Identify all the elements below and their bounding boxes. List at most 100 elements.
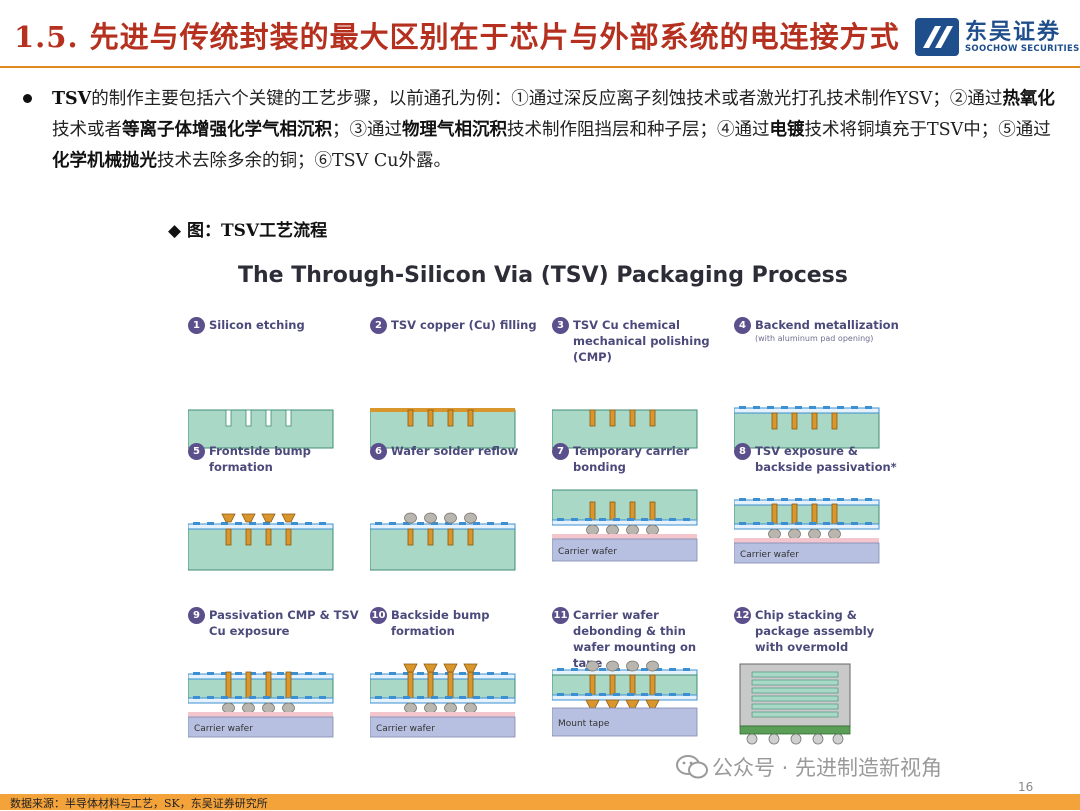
copper-bump <box>423 663 438 673</box>
tsv-via <box>467 671 474 699</box>
paragraph-bold-run: 物理气相沉积 <box>402 120 507 140</box>
figure-caption: ◆ 图：TSV工艺流程 <box>168 221 328 241</box>
package-ball <box>832 733 844 745</box>
solder-bump <box>606 524 619 536</box>
metal-pad <box>599 668 606 671</box>
tsv-via <box>447 528 454 546</box>
metal-pad <box>641 693 648 696</box>
silicon-layer <box>370 525 516 571</box>
metal-pad <box>767 498 774 501</box>
copper-bump <box>585 699 600 709</box>
tsv-via <box>771 412 778 430</box>
metal-pad <box>655 518 662 521</box>
step-label: Silicon etching <box>209 318 305 332</box>
metal-pad <box>557 693 564 696</box>
step-label: Chip stacking & package assembly with ov… <box>755 608 875 654</box>
tsv-via <box>245 671 252 699</box>
paragraph-bold-run: 电镀 <box>769 120 805 140</box>
paragraph-run: ；③通过 <box>332 120 402 140</box>
watermark-text: 公众号 · 先进制造新视角 <box>712 756 943 780</box>
metal-pad <box>389 522 396 525</box>
metal-layer <box>370 697 516 704</box>
metal-pad <box>277 672 284 675</box>
tsv-via <box>225 409 232 427</box>
metal-pad <box>417 522 424 525</box>
step-diagram: Carrier wafer <box>552 489 698 562</box>
solder-bump <box>646 660 659 672</box>
solder-bump <box>464 512 477 524</box>
page-number: 16 <box>1018 780 1034 794</box>
paragraph-run: 技术将铜填充于TSV中；⑤通过 <box>804 120 1051 140</box>
metal-layer <box>188 697 334 704</box>
metal-pad <box>655 668 662 671</box>
step-diagram <box>739 663 851 745</box>
mount-tape <box>552 707 698 737</box>
solder-bump <box>606 660 619 672</box>
solder-bump <box>424 512 437 524</box>
metal-pad <box>865 522 872 525</box>
step-number-badge: 8 <box>734 443 751 460</box>
step-diagram: Carrier wafer <box>188 671 334 738</box>
metal-pad <box>459 696 466 699</box>
tsv-via <box>649 501 656 521</box>
step-label: Wafer solder reflow <box>391 444 519 458</box>
metal-pad <box>319 522 326 525</box>
step-number-badge: 1 <box>188 317 205 334</box>
carrier-wafer <box>188 716 334 738</box>
metal-pad <box>263 696 270 699</box>
step-diagram <box>188 409 334 449</box>
tsv-via <box>245 409 252 427</box>
metal-layer <box>552 694 698 701</box>
metal-pad <box>683 693 690 696</box>
metal-pad <box>683 518 690 521</box>
carrier-label: Carrier wafer <box>194 724 253 734</box>
metal-pad <box>235 672 242 675</box>
logo-name: 东吴证券 <box>965 20 1062 45</box>
header-divider <box>0 66 1080 68</box>
metal-pad <box>781 406 788 409</box>
solder-bump <box>404 702 417 714</box>
stacked-chip <box>751 711 839 718</box>
metal-pad <box>403 522 410 525</box>
metal-pad <box>627 518 634 521</box>
page-title: 1.5. 先进与传统封装的最大区别在于芯片与外部系统的电连接方式 <box>14 20 900 54</box>
metal-pad <box>739 406 746 409</box>
tsv-via <box>629 409 636 427</box>
process-step-1: 1 Silicon etching <box>188 317 360 449</box>
metal-pad <box>851 406 858 409</box>
metal-pad <box>193 672 200 675</box>
tsv-via <box>285 409 292 427</box>
metal-layer <box>552 519 698 526</box>
solder-bump <box>404 512 417 524</box>
solder-bump <box>646 524 659 536</box>
tsv-via <box>427 528 434 546</box>
metal-pad <box>487 672 494 675</box>
step-number-badge: 11 <box>552 607 569 624</box>
metal-pad <box>767 406 774 409</box>
metal-pad <box>571 693 578 696</box>
copper-bump <box>221 513 236 523</box>
metal-pad <box>249 522 256 525</box>
metal-pad <box>585 518 592 521</box>
metal-pad <box>627 693 634 696</box>
copper-bump <box>403 663 418 673</box>
package-substrate <box>739 725 851 735</box>
metal-pad <box>599 693 606 696</box>
metal-pad <box>249 672 256 675</box>
step-label: TSV exposure & backside passivation* <box>755 444 897 474</box>
metal-pad <box>473 672 480 675</box>
metal-pad <box>445 696 452 699</box>
step-diagram <box>552 409 698 449</box>
metal-pad <box>501 696 508 699</box>
carrier-label: Carrier wafer <box>376 724 435 734</box>
metal-pad <box>837 406 844 409</box>
paragraph-bold-run: 热氧化 <box>1002 89 1055 109</box>
adhesive-layer <box>734 538 879 543</box>
metal-pad <box>249 696 256 699</box>
